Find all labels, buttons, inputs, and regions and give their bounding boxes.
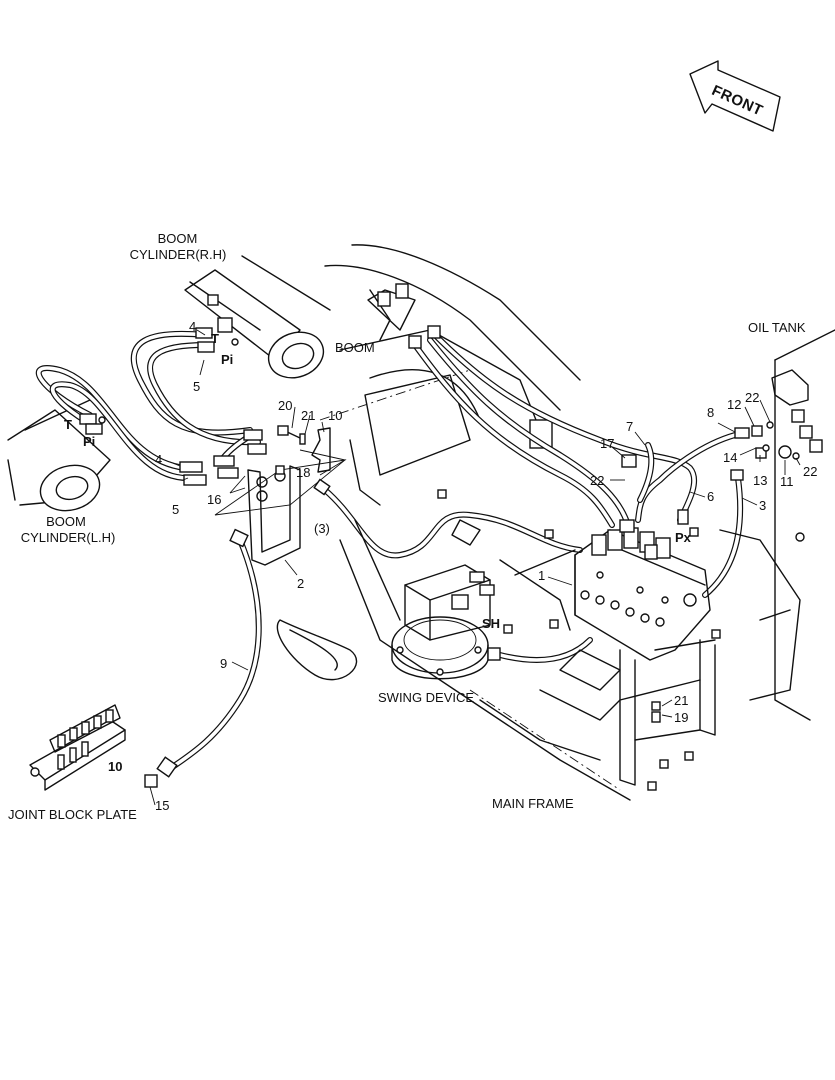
- callout-19: 19: [674, 710, 689, 725]
- callout-5-lh: 5: [172, 502, 180, 517]
- callout-1: 1: [538, 568, 546, 583]
- oil-tank-label: OIL TANK: [748, 320, 806, 335]
- callout-17: 17: [600, 436, 615, 451]
- callout-22-b: 22: [590, 473, 605, 488]
- callout-12: 12: [727, 397, 742, 412]
- callout-3: 3: [759, 498, 767, 513]
- callout-4-rh: 4: [189, 319, 197, 334]
- port-t-rh: T: [211, 331, 219, 346]
- leader-lines: [149, 329, 801, 806]
- callout-10-top: 10: [328, 408, 343, 423]
- callout-14: 14: [723, 450, 738, 465]
- callout-3-ref: (3): [314, 521, 330, 536]
- boom-cylinder-lh-label-line2: CYLINDER(L.H): [20, 530, 116, 545]
- callout-21-bottom: 21: [674, 693, 689, 708]
- callout-15: 15: [155, 798, 170, 813]
- boom-cylinder-rh-label-line2: CYLINDER(R.H): [129, 247, 227, 262]
- callout-21-top: 21: [301, 408, 316, 423]
- joint-block-plate: [29, 704, 126, 791]
- callout-22-c: 22: [803, 464, 818, 479]
- tank-hoses: [621, 427, 750, 598]
- hose-sh: [487, 637, 593, 663]
- oil-tank-fittings: [751, 329, 835, 721]
- port-px: Px: [675, 530, 691, 545]
- joint-block-plate-label: JOINT BLOCK PLATE: [8, 807, 137, 822]
- boom-cylinder-rh-label-line1: BOOM: [157, 231, 198, 246]
- boom-cylinder-lh: [7, 399, 111, 512]
- front-arrow-icon: [689, 60, 781, 132]
- callout-11: 11: [780, 474, 794, 489]
- main-frame-label: MAIN FRAME: [492, 796, 574, 811]
- callout-2: 2: [297, 576, 305, 591]
- swing-device-label: SWING DEVICE: [378, 690, 475, 705]
- swing-device: [391, 564, 495, 680]
- callout-13: 13: [753, 473, 768, 488]
- main-frame: [276, 489, 801, 801]
- callout-6: 6: [707, 489, 715, 504]
- port-sh: SH: [482, 616, 501, 631]
- boom-cylinder-rh: [184, 255, 331, 379]
- main-control-valve: [574, 519, 711, 661]
- callout-8: 8: [707, 405, 715, 420]
- callout-22-a: 22: [745, 390, 760, 405]
- port-t-lh: T: [64, 417, 72, 432]
- port-pi-rh: Pi: [221, 352, 234, 367]
- callout-9: 9: [220, 656, 228, 671]
- cylinder-fittings: [79, 327, 239, 435]
- hose-9: [144, 528, 262, 788]
- clamp-assembly-10: [277, 425, 347, 476]
- boom-hoses-upper: [377, 283, 698, 528]
- callout-16: 16: [207, 492, 222, 507]
- boom-label: BOOM: [335, 340, 375, 355]
- boom-cylinder-lh-label-line1: BOOM: [46, 514, 86, 529]
- callout-5-rh: 5: [193, 379, 201, 394]
- callout-4-lh: 4: [155, 452, 163, 467]
- callout-18: 18: [296, 465, 311, 480]
- hose-3-left: [313, 478, 583, 559]
- callout-20: 20: [278, 398, 293, 413]
- bracket-2: [214, 459, 347, 566]
- valve-support-frame: [619, 639, 716, 786]
- port-pi-lh: Pi: [83, 434, 96, 449]
- callout-7: 7: [626, 419, 634, 434]
- callout-10-joint: 10: [108, 759, 123, 774]
